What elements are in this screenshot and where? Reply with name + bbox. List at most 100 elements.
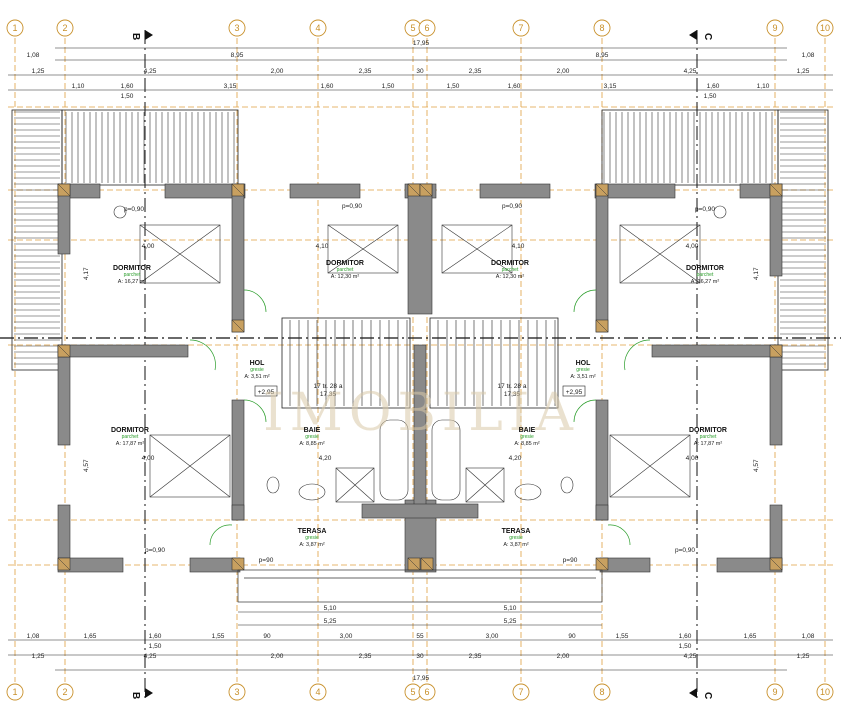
dim-value: 1,55 [212, 633, 225, 640]
room-floor: gresie [250, 367, 264, 373]
room-name: HOL [576, 360, 592, 367]
axis-bubble [816, 683, 834, 701]
axis-label: 3 [234, 23, 239, 33]
dim-value: 55 [416, 633, 424, 640]
side-dim-right-bottom: 4,57 [753, 459, 760, 472]
room-name: DORMITOR [491, 260, 529, 267]
axis-bubble [766, 19, 784, 37]
parapet-height: p=0,90 [145, 547, 165, 554]
chairs [113, 205, 727, 219]
axis-bubble [228, 683, 246, 701]
dim-value: 3,15 [604, 83, 617, 90]
dim-value: 2,00 [271, 68, 284, 75]
dim-value: 1,60 [321, 83, 334, 90]
axis-bubble [512, 683, 530, 701]
terrace-railing [237, 569, 603, 603]
dim-value: 1,10 [757, 83, 770, 90]
dim-value: 1,65 [744, 633, 757, 640]
dim-edge-right: 1,08 [802, 52, 815, 59]
axis-label: 4 [315, 23, 320, 33]
axis-label: 6 [424, 23, 429, 33]
dim-value: 3,00 [486, 633, 499, 640]
wall-width: 4,00 [142, 243, 155, 250]
room-floor: gresie [305, 434, 319, 440]
room-floor: parchet [700, 434, 717, 440]
room-area: A: 8,85 m² [514, 441, 540, 447]
room-floor: gresie [305, 535, 319, 541]
walls [57, 183, 783, 573]
dim-value: 2,00 [557, 653, 570, 660]
dim-value: 1,50 [679, 643, 692, 650]
room-floor: parchet [124, 272, 141, 278]
axis-label: 2 [62, 23, 67, 33]
section-label-b: B [130, 33, 141, 40]
room-area: A: 8,85 m² [299, 441, 325, 447]
axis-label: 3 [234, 687, 239, 697]
dim-value: 90 [263, 633, 271, 640]
dim-value: 4,25 [684, 653, 697, 660]
side-dim-left-top: 4,17 [83, 267, 90, 280]
stair-value-left: 17,35 [320, 391, 337, 398]
dim-value: 1,10 [72, 83, 85, 90]
axis-label: 10 [820, 23, 830, 33]
room-floor: gresie [520, 434, 534, 440]
axis-bubble [418, 19, 436, 37]
room-name: DORMITOR [686, 265, 724, 272]
staircase-left [281, 317, 411, 409]
dim-value: 2,00 [557, 68, 570, 75]
axis-bubble [418, 683, 436, 701]
stair-label-right: 17 tr. 28 a [498, 383, 527, 390]
room-floor: gresie [576, 367, 590, 373]
axis-label: 8 [599, 23, 604, 33]
axis-label: 9 [772, 687, 777, 697]
parapet-height: p=0,90 [675, 547, 695, 554]
room-area: A: 12,30 m² [331, 274, 360, 280]
dim-inner-left-2: 5,25 [324, 618, 337, 625]
dim-value: 1,60 [149, 633, 162, 640]
room-floor: parchet [697, 272, 714, 278]
dim-value: 2,35 [469, 653, 482, 660]
dim-value: 2,35 [359, 653, 372, 660]
room-name: BAIE [519, 427, 536, 434]
dim-value: 1,60 [121, 83, 134, 90]
dim-value: 30 [416, 653, 424, 660]
room-floor: parchet [502, 267, 519, 273]
room-name: DORMITOR [326, 260, 364, 267]
room-area: A: 17,87 m² [116, 441, 145, 447]
axis-bubble [309, 683, 327, 701]
axis-label: 9 [772, 23, 777, 33]
side-dim-right-top: 4,17 [753, 267, 760, 280]
dim-edge-right-bottom: 1,08 [802, 633, 815, 640]
dim-value: 1,25 [797, 68, 810, 75]
section-marker-c-top: C [689, 30, 713, 40]
wall-width: 4,00 [686, 455, 699, 462]
dim-value: 2,35 [359, 68, 372, 75]
dim-value: 2,35 [469, 68, 482, 75]
room-area: A: 16,27 m² [691, 279, 720, 285]
dim-value: 4,25 [684, 68, 697, 75]
parapet-height: p=0,90 [502, 203, 522, 210]
dim-value: 90 [568, 633, 576, 640]
dim-value: 1,60 [679, 633, 692, 640]
wall-width: 4,00 [686, 243, 699, 250]
axis-bubble [56, 19, 74, 37]
room-area: A: 3,51 m² [244, 374, 270, 380]
section-label-c: C [702, 33, 713, 40]
axis-bubble [766, 683, 784, 701]
axis-label: 5 [410, 23, 415, 33]
room-area: A: 3,51 m² [570, 374, 596, 380]
dim-value: 1,60 [508, 83, 521, 90]
wall-width: 4,20 [319, 455, 332, 462]
axis-label: 7 [518, 687, 523, 697]
section-label-c-bottom: C [702, 692, 713, 699]
balcony-right-side [777, 109, 829, 371]
parapet-height: p=0,90 [695, 206, 715, 213]
side-dim-left-bottom: 4,57 [83, 459, 90, 472]
room-name: DORMITOR [689, 427, 727, 434]
bathroom-fixtures [266, 419, 574, 503]
